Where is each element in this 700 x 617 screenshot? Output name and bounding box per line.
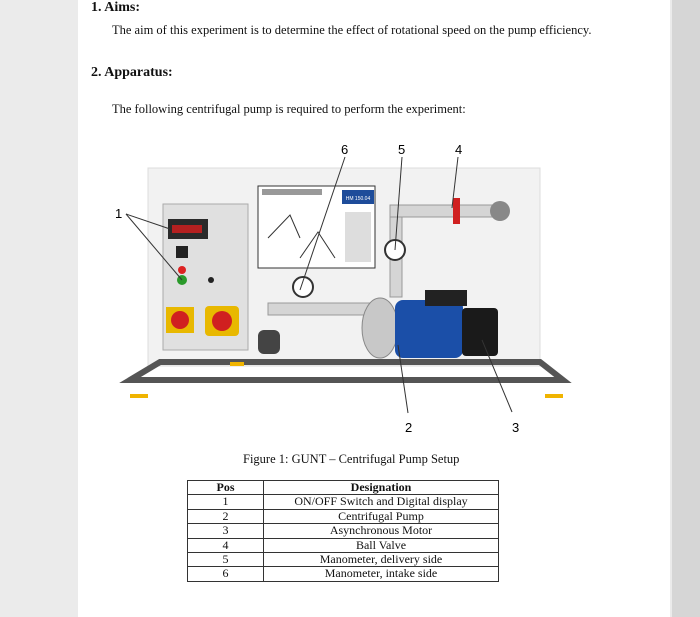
table-row: 6 Manometer, intake side (187, 566, 499, 582)
row-pos: 5 (187, 552, 264, 568)
callout-line-5 (394, 156, 403, 251)
callout-5: 5 (398, 142, 405, 157)
ball-valve-handle (453, 198, 460, 224)
header-designation: Designation (263, 479, 499, 496)
panel-curve-2 (299, 231, 336, 259)
panel-text-block (345, 212, 371, 262)
callout-line-4 (451, 156, 459, 209)
aims-text: The aim of this experiment is to determi… (112, 23, 592, 37)
foot-right (545, 394, 563, 398)
table-row: 2 Centrifugal Pump (187, 508, 499, 525)
intake-tank (258, 330, 280, 354)
display-readout (172, 225, 202, 233)
panel-title: HM 150.04 (346, 196, 371, 202)
indicator (176, 246, 188, 258)
aims-heading: 1. Aims: (91, 0, 140, 15)
callout-line-2 (397, 344, 409, 414)
table-row: 3 Asynchronous Motor (187, 523, 499, 539)
callout-line-1a (125, 213, 171, 230)
apparatus-heading: 2. Apparatus: (91, 65, 173, 80)
main-switch (171, 311, 189, 329)
emergency-stop (212, 311, 232, 331)
row-pos: 6 (187, 566, 264, 582)
callout-6: 6 (341, 142, 348, 157)
table-row: 5 Manometer, delivery side (187, 552, 499, 568)
callout-4: 4 (455, 142, 462, 157)
callout-2: 2 (405, 420, 412, 435)
row-designation: Manometer, intake side (263, 566, 499, 582)
row-pos: 1 (187, 494, 264, 510)
row-designation: Manometer, delivery side (263, 552, 499, 568)
callout-line-1b (125, 213, 183, 281)
row-designation: ON/OFF Switch and Digital display (263, 494, 499, 510)
manometer-intake (292, 276, 314, 298)
foot-middle (230, 362, 244, 366)
callout-3: 3 (512, 420, 519, 435)
page-edge-shadow (672, 0, 700, 617)
pump-setup-figure: HM 150.04 6 5 4 1 2 3 (115, 142, 572, 435)
callout-line-3 (481, 339, 513, 413)
intake-pipe (267, 302, 379, 316)
row-designation: Centrifugal Pump (263, 508, 499, 525)
panel-title-box (342, 190, 374, 204)
panel-header-bar (262, 189, 322, 195)
motor-fan-cover (462, 308, 498, 356)
row-designation: Asynchronous Motor (263, 523, 499, 539)
table-row: 4 Ball Valve (187, 537, 499, 554)
row-pos: 3 (187, 523, 264, 539)
designation-table: Pos Designation 1 ON/OFF Switch and Digi… (187, 479, 499, 582)
callout-line-6 (299, 156, 346, 291)
row-pos: 4 (187, 537, 264, 554)
table-row: 1 ON/OFF Switch and Digital display (187, 494, 499, 510)
apparatus-text: The following centrifugal pump is requir… (112, 102, 466, 116)
panel-curve-1 (267, 214, 301, 239)
foot-left (130, 394, 148, 398)
terminal-box (425, 290, 467, 306)
upper-pipe (389, 204, 501, 218)
row-pos: 2 (187, 508, 264, 525)
row-designation: Ball Valve (263, 537, 499, 554)
table-header-row: Pos Designation (187, 479, 499, 496)
header-pos: Pos (187, 479, 264, 496)
base-frame (119, 359, 572, 383)
centrifugal-pump (361, 297, 399, 359)
off-button (178, 266, 186, 274)
figure-caption: Figure 1: GUNT – Centrifugal Pump Setup (243, 452, 460, 466)
knob (208, 277, 214, 283)
asynchronous-motor (395, 300, 463, 358)
callout-1: 1 (115, 206, 122, 221)
pipe-elbow (490, 201, 510, 221)
